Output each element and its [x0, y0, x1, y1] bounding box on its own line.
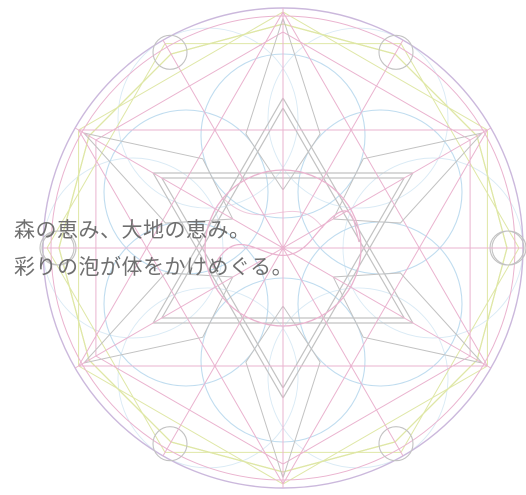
center-wave — [212, 197, 360, 269]
small-node-circle — [152, 426, 188, 462]
center-wave-line-2 — [222, 197, 324, 229]
tagline-line-2: 彩りの泡が体をかけめぐる。 — [14, 255, 294, 279]
radial-spoke — [162, 39, 404, 457]
small-node-circle — [378, 34, 414, 70]
small-node-circle — [378, 426, 414, 462]
tagline-line-1: 森の恵み、大地の恵み。 — [14, 218, 251, 242]
small-node-circle — [152, 34, 188, 70]
center-wave-line — [212, 210, 360, 269]
radial-spokes — [43, 8, 523, 488]
tagline: 森の恵み、大地の恵み。 彩りの泡が体をかけめぐる。 — [14, 212, 293, 286]
